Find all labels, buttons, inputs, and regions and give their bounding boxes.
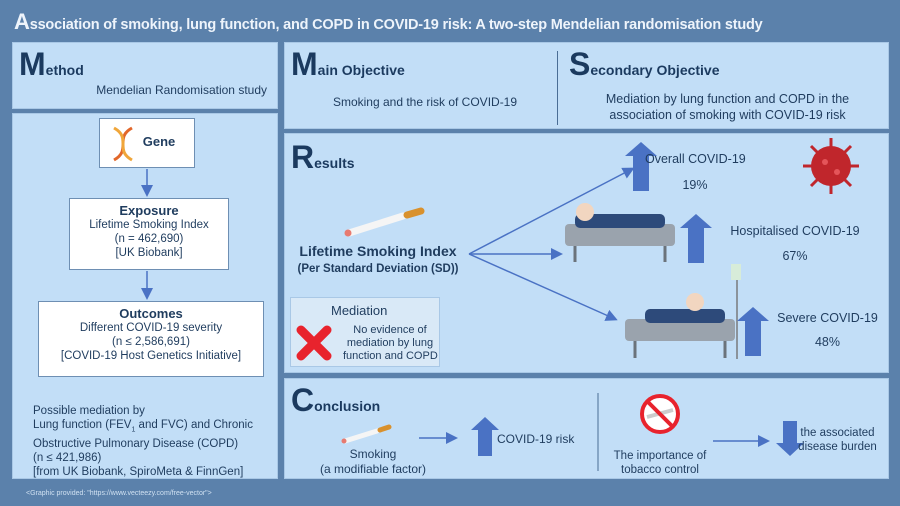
mediation-line: [from UK Biobank, SpiroMeta & FinnGen] — [33, 466, 244, 479]
dna-icon — [113, 126, 133, 162]
mediation-line: Obstructive Pulmonary Disease (COPD) — [33, 438, 239, 451]
outcome-value: 67% — [782, 249, 808, 263]
method-heading: Method — [19, 46, 84, 82]
outcomes-line: Different COVID-19 severity — [79, 322, 223, 334]
arrow-up-icon — [625, 142, 657, 191]
study-design-panel: Gene Exposure Lifetime Smoking Index (n … — [12, 113, 278, 479]
mediation-line: Lung function (FEV1 and FVC) and Chronic — [33, 419, 253, 434]
gene-label: Gene — [142, 134, 176, 149]
no-smoking-icon — [640, 394, 680, 434]
exposure-box: Exposure Lifetime Smoking Index (n = 462… — [69, 198, 229, 270]
exposure-line: [UK Biobank] — [115, 247, 183, 259]
covid-risk-text: COVID-19 risk — [497, 432, 575, 446]
secondary-objective-heading: Secondary Objective — [569, 46, 720, 82]
graphic-credit: <Graphic provided: "https://www.vecteezy… — [26, 490, 212, 497]
page-title: Association of smoking, lung function, a… — [14, 9, 763, 34]
arrow-overall — [468, 167, 635, 255]
objectives-panel: Main Objective Smoking and the risk of C… — [284, 42, 889, 129]
arrow-up-icon — [471, 417, 499, 456]
arrow-up-icon — [737, 307, 769, 356]
smoking-text: Smoking(a modifiable factor) — [319, 447, 427, 476]
outcomes-line: [COVID-19 Host Genetics Initiative] — [60, 350, 242, 362]
mediation-title: Mediation — [331, 303, 388, 318]
exposure-label: Lifetime Smoking Index — [299, 243, 457, 259]
divider — [557, 51, 558, 125]
mediation-line: (n ≤ 421,986) — [33, 452, 102, 465]
cigarette-icon — [344, 207, 425, 237]
conclusion-heading: Conclusion — [291, 382, 381, 418]
method-panel: Method Mendelian Randomisation study — [12, 42, 278, 109]
secondary-objective-text: Mediation by lung function and COPD in t… — [605, 92, 850, 122]
hospital-bed-icon — [565, 203, 675, 262]
results-panel: Results Lifetime Smoking Index (Per Stan… — [284, 133, 889, 373]
mediation-description: Possible mediation by Lung function (FEV… — [33, 404, 273, 479]
virus-icon — [803, 138, 859, 194]
exposure-line: Lifetime Smoking Index — [89, 219, 209, 231]
outcomes-line: (n ≤ 2,586,691) — [112, 336, 190, 348]
outcome-label: Hospitalised COVID-19 — [730, 224, 860, 238]
exposure-line: (n = 462,690) — [114, 233, 184, 245]
arrow-down-icon — [776, 421, 804, 456]
results-heading: Results — [291, 139, 355, 175]
outcome-value: 19% — [682, 178, 708, 192]
outcomes-box: Outcomes Different COVID-19 severity (n … — [38, 301, 264, 377]
cigarette-icon — [341, 424, 392, 444]
outcomes-title: Outcomes — [119, 306, 183, 321]
main-objective-heading: Main Objective — [291, 46, 405, 82]
outcome-label: Severe COVID-19 — [777, 311, 878, 325]
arrow-up-icon — [680, 214, 712, 263]
outcome-value: 48% — [814, 335, 841, 349]
main-objective-text: Smoking and the risk of COVID-19 — [332, 95, 518, 109]
hospital-bed-icon — [625, 264, 741, 359]
flow-arrows — [141, 169, 153, 300]
exposure-title: Exposure — [119, 203, 179, 218]
gene-box: Gene — [99, 118, 195, 168]
method-text: Mendelian Randomisation study — [96, 83, 267, 97]
conclusion-graphics — [341, 393, 804, 471]
conclusion-panel: Conclusion Smoking(a modifiable factor) … — [284, 378, 889, 479]
outcome-label: Overall COVID-19 — [645, 152, 746, 166]
cross-icon — [296, 325, 332, 361]
results-graphics — [344, 138, 859, 359]
mediation-line: Possible mediation by — [33, 405, 145, 417]
arrow-severe — [468, 253, 618, 321]
exposure-sub: (Per Standard Deviation (SD)) — [297, 263, 459, 275]
